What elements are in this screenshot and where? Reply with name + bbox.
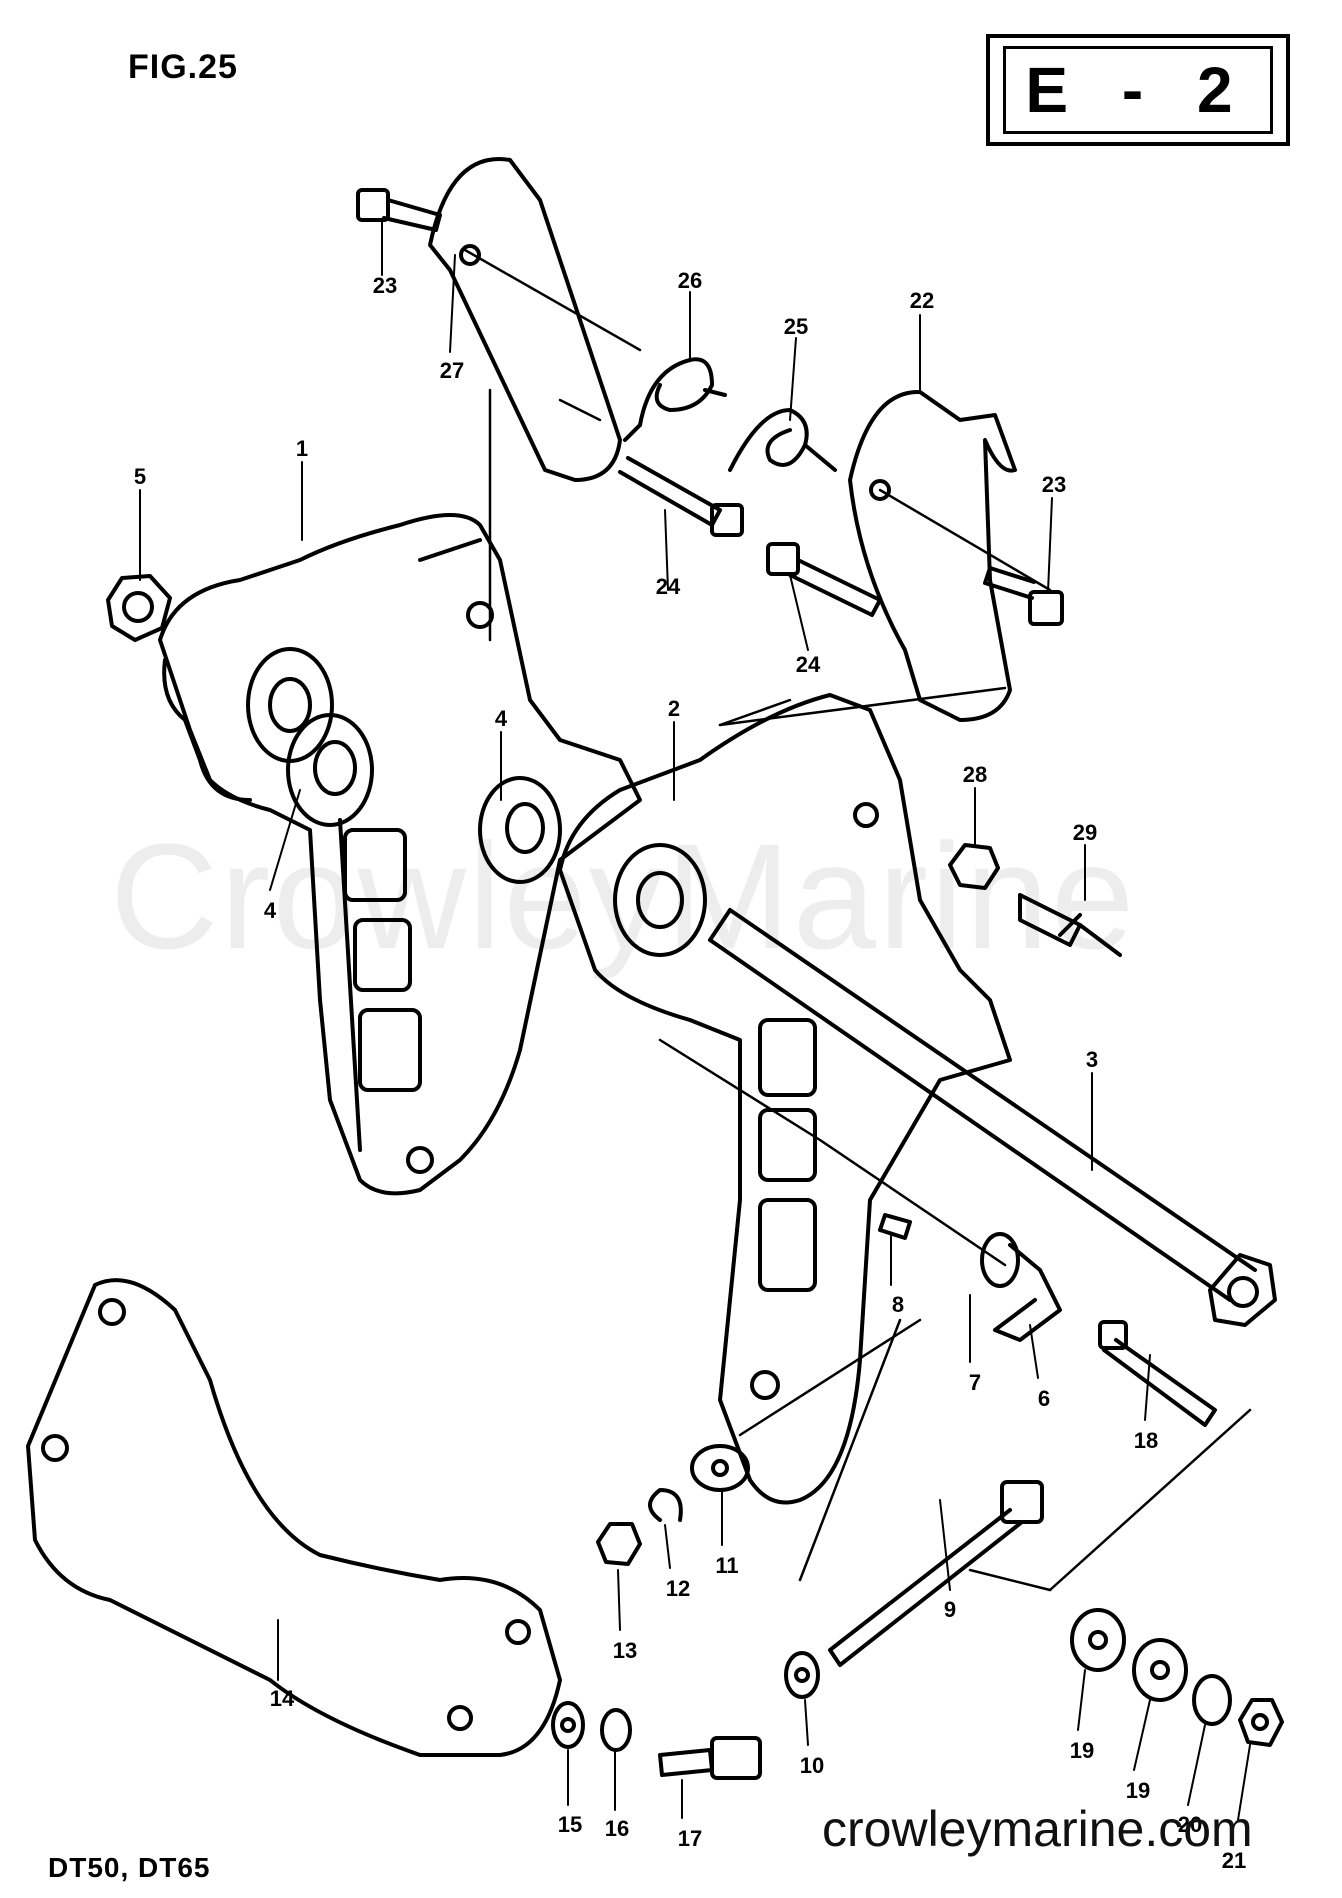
- nut-13: [596, 1522, 642, 1566]
- lock-washer-16: [600, 1708, 632, 1752]
- callout-4-left: 4: [264, 898, 277, 923]
- gasket-plate-14: [26, 1278, 562, 1757]
- callout-leaders: [139, 221, 1251, 1821]
- callout-27: 27: [440, 358, 464, 383]
- callout-3: 3: [1086, 1047, 1098, 1072]
- bolt-9: [828, 1480, 1044, 1667]
- callout-15: 15: [558, 1812, 582, 1837]
- lock-washer-12: [648, 1488, 683, 1522]
- bolt-17: [658, 1736, 762, 1780]
- figure-title: FIG.25: [128, 48, 238, 86]
- bolt-24-upper: [618, 456, 744, 537]
- clamp-shaft: [708, 908, 1277, 1327]
- callout-16: 16: [605, 1816, 629, 1841]
- callout-13: 13: [613, 1638, 637, 1663]
- washer-19a: [1070, 1608, 1126, 1672]
- spring-26: [623, 357, 727, 442]
- tilt-plate-27: [428, 157, 622, 482]
- callout-22: 22: [910, 288, 934, 313]
- callout-21: 21: [1222, 1848, 1246, 1873]
- callout-1: 1: [296, 436, 308, 461]
- washer-11: [690, 1444, 750, 1492]
- website-watermark: crowleymarine.com: [822, 1801, 1253, 1857]
- callout-29: 29: [1073, 820, 1097, 845]
- callout-2: 2: [668, 696, 680, 721]
- washer-4-left: [286, 713, 374, 827]
- callout-4-right: 4: [495, 706, 508, 731]
- callout-23-right: 23: [1042, 472, 1066, 497]
- lock-washer-20: [1192, 1674, 1232, 1726]
- callout-19a: 19: [1070, 1738, 1094, 1763]
- bolt-24-lower: [766, 542, 882, 617]
- clamp-bracket-left: [158, 513, 642, 1196]
- callout-12: 12: [666, 1576, 690, 1601]
- callout-6: 6: [1038, 1386, 1050, 1411]
- callout-26: 26: [678, 268, 702, 293]
- callout-23-upper: 23: [373, 273, 397, 298]
- callout-24-upper: 24: [656, 574, 681, 599]
- pin-8: [878, 1213, 912, 1240]
- washer-19b: [1132, 1638, 1188, 1702]
- callout-18: 18: [1134, 1428, 1158, 1453]
- clip-29: [1018, 893, 1122, 957]
- nut-21: [1238, 1698, 1284, 1747]
- callout-10: 10: [800, 1753, 824, 1778]
- assembly-guide-lines: [463, 248, 1252, 1592]
- callout-25: 25: [784, 314, 808, 339]
- callout-14: 14: [270, 1686, 295, 1711]
- callout-17: 17: [678, 1826, 702, 1851]
- callout-24-lower: 24: [796, 652, 821, 677]
- washer-10: [784, 1651, 820, 1699]
- nut-28: [948, 843, 1000, 890]
- sheet-code-box: E - 2: [986, 34, 1290, 146]
- callout-20: 20: [1178, 1812, 1202, 1837]
- tilt-plate-22: [848, 389, 1017, 722]
- callout-19b: 19: [1126, 1778, 1150, 1803]
- model-label: DT50, DT65: [48, 1852, 211, 1883]
- callout-9: 9: [944, 1597, 956, 1622]
- watermark-text: CrowleyMarine: [110, 812, 1137, 980]
- bolt-23-right: [983, 566, 1064, 626]
- nut-5: [106, 574, 172, 642]
- washer-7: [980, 1232, 1020, 1288]
- grease-nipple-6: [993, 1243, 1062, 1342]
- callout-28: 28: [963, 762, 987, 787]
- bolt-23-upper: [356, 188, 442, 232]
- callout-5: 5: [134, 464, 146, 489]
- callout-8: 8: [892, 1292, 904, 1317]
- washer-15: [551, 1701, 585, 1749]
- callout-7: 7: [969, 1370, 981, 1395]
- spring-25: [728, 408, 837, 472]
- callout-11: 11: [715, 1553, 738, 1578]
- pin-18: [1098, 1320, 1217, 1427]
- sheet-code: E - 2: [1003, 46, 1273, 134]
- clamp-bracket-right: [558, 693, 1012, 1505]
- washer-4-right: [478, 776, 562, 884]
